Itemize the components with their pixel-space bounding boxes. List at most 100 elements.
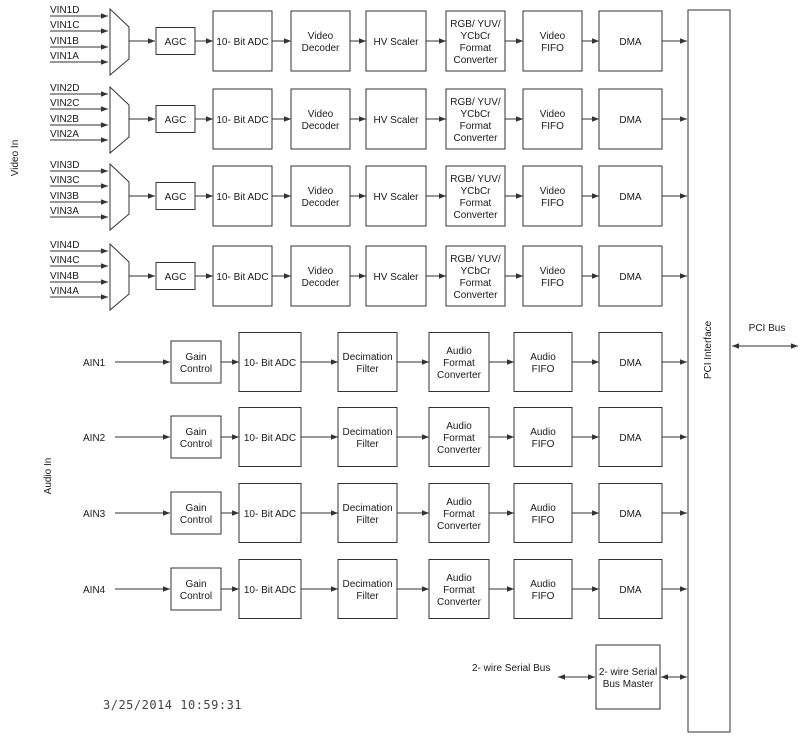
pci-bus-label: PCI Bus [749,323,786,334]
audio-format-converter-block-label: Converter [437,521,482,532]
agc-block: AGC [155,27,196,55]
video-input-pin: VIN2B [50,114,79,125]
format-converter-block-label: YCbCr [460,109,491,120]
adc-block: 10- Bit ADC [212,165,273,227]
hv-scaler-block-label: HV Scaler [373,192,419,203]
adc-block: 10- Bit ADC [212,88,273,150]
video-input-pin: VIN3C [50,175,79,186]
video-decoder-block-label: Decoder [302,278,340,289]
adc-block-label: 10- Bit ADC [216,192,268,203]
video-input-pin: VIN2C [50,98,79,109]
video-mux [109,242,130,312]
video-decoder-block-label: Video [308,186,334,197]
audio-format-converter-block-label: Converter [437,597,482,608]
gain-control-block-label: Control [180,591,212,602]
gain-control-block-label: Gain [185,427,206,438]
video-fifo-block-label: Video [540,186,566,197]
decimation-filter-block-label: Filter [356,515,379,526]
hv-scaler-block: HV Scaler [365,245,427,307]
audio-format-converter-block-label: Audio [446,346,472,357]
format-converter-block-label: RGB/ YUV/ [450,97,501,108]
agc-block-label: AGC [165,272,187,283]
audio-format-converter-block-label: Format [443,433,475,444]
format-converter-block-label: RGB/ YUV/ [450,19,501,30]
video-decoder-block-label: Decoder [302,43,340,54]
video-decoder-block-label: Decoder [302,198,340,209]
serial-bus-label: 2- wire Serial Bus [472,663,550,674]
decimation-filter-block-label: Filter [356,364,379,375]
audio-adc-block: 10- Bit ADC [238,407,302,467]
video-mux [109,162,130,232]
video-input-pin: VIN3B [50,191,79,202]
video-decoder-block-label: Video [308,109,334,120]
audio-adc-block: 10- Bit ADC [238,559,302,619]
agc-block-label: AGC [165,115,187,126]
video-fifo-block-label: Video [540,266,566,277]
adc-block: 10- Bit ADC [212,10,273,72]
video-input-pin: VIN2D [50,83,79,94]
audio-adc-block: 10- Bit ADC [238,332,302,392]
audio-input-pin: AIN3 [83,509,106,520]
gain-control-block-label: Control [180,364,212,375]
format-converter-block-label: YCbCr [460,266,491,277]
video-input-pin: VIN2A [50,129,79,140]
audio-adc-block: 10- Bit ADC [238,483,302,543]
labels: Video In Audio In PCI Interface PCI Bus … [10,140,785,674]
gain-control-block-label: Gain [185,352,206,363]
format-converter-block-label: Converter [454,290,499,301]
audio-fifo-block-label: Audio [530,427,556,438]
format-converter-block-label: YCbCr [460,186,491,197]
video-fifo-block-label: FIFO [541,278,564,289]
video-fifo-block-label: FIFO [541,121,564,132]
dma-block: DMA [598,10,663,72]
audio-format-converter-block-label: Audio [446,421,472,432]
audio-format-converter-block-label: Format [443,509,475,520]
hv-scaler-block-label: HV Scaler [373,272,419,283]
gain-control-block-label: Gain [185,579,206,590]
video-input-pin: VIN4B [50,271,79,282]
decimation-filter-block-label: Decimation [342,503,392,514]
audio-input-pin: AIN1 [83,358,106,369]
video-input-pin: VIN1D [50,5,79,16]
pci-interface-label: PCI Interface [703,320,714,379]
dma-block-label: DMA [619,37,642,48]
decimation-filter-block-label: Decimation [342,579,392,590]
audio-fifo-block-label: FIFO [532,515,555,526]
audio-adc-block-label: 10- Bit ADC [244,358,296,369]
dma-block-label: DMA [619,272,642,283]
audio-dma-block-label: DMA [619,433,642,444]
video-input-pin: VIN1A [50,51,79,62]
format-converter-block-label: Format [460,278,492,289]
connections: VIN1DVIN1CVIN1BVIN1AVIN2DVIN2CVIN2BVIN2A… [50,5,798,680]
video-decoder-block-label: Video [308,266,334,277]
dma-block-label: DMA [619,192,642,203]
dma-block: DMA [598,245,663,307]
format-converter-block-label: RGB/ YUV/ [450,254,501,265]
decimation-filter-block-label: Decimation [342,352,392,363]
audio-dma-block: DMA [598,332,663,392]
audio-fifo-block-label: Audio [530,503,556,514]
audio-input-pin: AIN4 [83,585,106,596]
hv-scaler-block-label: HV Scaler [373,37,419,48]
decimation-filter-block-label: Filter [356,591,379,602]
audio-dma-block: DMA [598,483,663,543]
agc-block-label: AGC [165,192,187,203]
audio-fifo-block-label: FIFO [532,364,555,375]
video-in-label: Video In [10,140,21,177]
